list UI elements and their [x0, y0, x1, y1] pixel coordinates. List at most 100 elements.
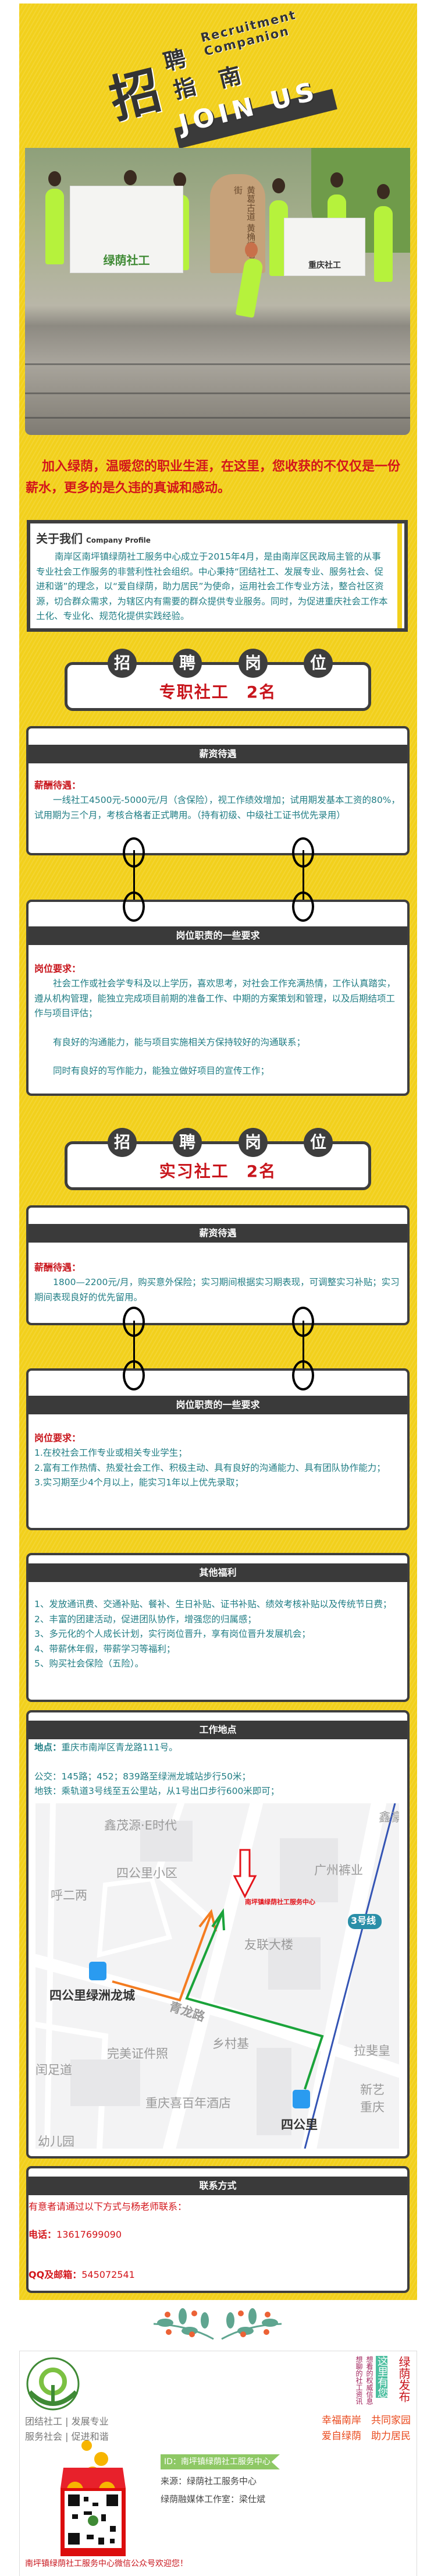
bus-stop-label: 四公里绿洲龙城	[49, 1988, 135, 2002]
map-label: 幼儿园	[38, 2135, 74, 2149]
bus-stop-icon	[293, 2090, 310, 2108]
step-edge	[25, 392, 410, 394]
location-map[interactable]: 鑫茂源·E时代 四公里小区 呼二两 广州裤业 友联大楼 青龙路 乡村基 完美证件…	[35, 1803, 399, 2149]
card-header: 联系方式	[29, 2177, 407, 2195]
card-header: 薪资待遇	[29, 745, 407, 763]
map-label: 乡村基	[212, 2037, 249, 2051]
qq-number[interactable]: 545072541	[81, 2269, 135, 2280]
duties-card-2: 岗位职责的一些要求 岗位要求： 1.在校社会工作专业或相关专业学生； 2.富有工…	[26, 1368, 410, 1530]
intro-text: 加入绿荫，温暖您的职业生涯，在这里，您收获的不仅仅是一份薪水，更多的是久违的真诚…	[26, 459, 401, 496]
map-label: 重庆	[360, 2100, 385, 2114]
footer-vertical-text: 想看的权威信息	[365, 2356, 373, 2405]
brand-vertical: 绿荫发布	[397, 2356, 411, 2402]
phone-number[interactable]: 13617699090	[56, 2229, 122, 2240]
salary-label: 薪酬待遇：	[34, 1262, 81, 1273]
hanging-rope	[133, 1321, 135, 1374]
person	[374, 206, 393, 282]
map-roads	[35, 1803, 399, 2149]
accent-bar	[397, 523, 402, 628]
duty-item: 1.在校社会工作专业或相关专业学生；	[34, 1448, 187, 1458]
flag-left: 绿荫社工	[70, 186, 183, 273]
header-circle: 岗	[239, 1128, 268, 1157]
contact-card: 联系方式 有意者请通过以下方式与杨老师联系： 电话：13617699090 QQ…	[26, 2166, 410, 2293]
motto: 爱自绿荫	[322, 2430, 361, 2442]
ring	[123, 1307, 145, 1337]
map-label: 重庆喜百年酒店	[145, 2096, 231, 2110]
about-body: 南岸区南坪镇绿荫社工服务中心成立于2015年4月，是由南岸区民政局主管的从事专业…	[36, 551, 388, 621]
team-photo: 黄葛古道 黄桷垭老街 绿荫社工 重庆社工	[25, 148, 410, 435]
person-head	[245, 242, 258, 257]
studio-text: 绿荫融媒体工作室：梁仕斌	[161, 2494, 266, 2504]
metro-route	[185, 1911, 324, 2090]
banner-char: 聘	[161, 45, 189, 76]
benefit-item: 1、发放通讯费、交通补贴、餐补、生日补贴、证书补贴、绩效考核补贴以及传统节日费；	[34, 1599, 392, 1609]
metro-info: 地铁：乘轨道3号线至五公里站，从1号出口步行600米即可；	[34, 1786, 280, 1796]
building	[257, 2048, 291, 2135]
step-edge	[25, 417, 410, 419]
ring	[292, 1360, 314, 1390]
welcome-text: 南坪镇绿荫社工服务中心微信公众号欢迎您！	[25, 2559, 188, 2568]
motto: 共同家园	[371, 2415, 411, 2426]
source-text: 来源：绿荫社工服务中心	[161, 2476, 257, 2486]
address: 重庆市南岸区青龙路111号。	[61, 1742, 178, 1753]
metro-stop-label: 四公里	[281, 2118, 318, 2132]
stone-marker: 黄葛古道 黄桷垭老街	[210, 174, 265, 273]
card-header: 工作地点	[29, 1721, 407, 1739]
motto: 幸福南岸	[322, 2415, 361, 2426]
bus-stop-icon	[89, 1962, 106, 1980]
salary-text: 一线社工4500元-5000元/月（含保险），视工作绩效增加；试用期发基本工资的…	[34, 795, 400, 820]
ring	[123, 837, 145, 868]
person-head	[330, 172, 343, 187]
person-head	[272, 178, 285, 193]
motto: 助力居民	[371, 2430, 411, 2442]
hanging-rope	[303, 1321, 304, 1374]
building	[70, 2060, 140, 2106]
header-circle: 招	[108, 1128, 137, 1157]
duty-item: 社会工作或社会学专科及以上学历，喜欢思考，对社会工作充满热情，工作认真踏实，遵从…	[34, 978, 396, 1018]
hanging-rope	[133, 850, 135, 905]
card-header: 岗位职责的一些要求	[29, 926, 407, 945]
ring	[292, 891, 314, 922]
header-circle: 聘	[173, 1128, 202, 1157]
map-label: 拉斐皇	[354, 2044, 390, 2058]
person	[45, 189, 64, 264]
position-header-1: 招 聘 岗 位 专职社工 2名	[65, 649, 371, 711]
ring	[292, 837, 314, 868]
card-header: 岗位职责的一些要求	[29, 1396, 407, 1414]
map-label: 鑫豪	[379, 1810, 399, 1824]
road	[35, 2022, 109, 2149]
footer-slogan: 团结社工 | 发展专业	[25, 2416, 109, 2427]
banner-char: 南	[216, 62, 244, 93]
duty-item: 有良好的沟通能力，能与项目实施相关方保持较好的沟通联系；	[53, 1036, 306, 1048]
target-arrow	[233, 1849, 257, 1899]
benefit-item: 5、购买社会保险（五险）。	[34, 1658, 144, 1669]
duties-card-1: 岗位职责的一些要求 岗位要求： 社会工作或社会学专科及以上学历，喜欢思考，对社会…	[26, 900, 410, 1096]
salary-text: 1800—2200元/月，购买意外保险；实习期间根据实习期表现，可调整实习补贴；…	[34, 1277, 400, 1303]
footer-slogan: 服务社会 | 促进和谐	[25, 2431, 109, 2442]
benefits-card: 其他福利 1、发放通讯费、交通补贴、餐补、生日补贴、证书补贴、绩效考核补贴以及传…	[26, 1553, 410, 1702]
road	[44, 1803, 56, 2149]
person-head	[173, 172, 186, 187]
hanging-rope	[303, 850, 304, 905]
person-head	[48, 171, 61, 186]
metro-line	[304, 1803, 396, 2149]
position-header-2: 招 聘 岗 位 实习社工 2名	[65, 1128, 371, 1190]
duty-item: 2.富有工作热情、热爱社会工作、积极主动、具有良好的沟通能力、具有团队协作能力；	[34, 1462, 386, 1473]
benefit-item: 2、丰富的团建活动，促进团队协作，增强您的归属感；	[34, 1613, 257, 1625]
header-circle: 位	[304, 649, 333, 678]
position-title: 专职社工 2名	[159, 682, 277, 702]
header-circle: 岗	[239, 649, 268, 678]
salary-card-2: 薪资待遇 薪酬待遇： 1800—2200元/月，购买意外保险；实习期间根据实习期…	[26, 1205, 410, 1325]
duty-item: 同时有良好的写作能力，能独立做好项目的宣传工作；	[53, 1066, 270, 1076]
salary-card-1: 薪资待遇 薪酬待遇： 一线社工4500元-5000元/月（含保险），视工作绩效增…	[26, 726, 410, 855]
header-circle: 招	[108, 649, 137, 678]
qq-label: QQ及邮箱：	[29, 2269, 82, 2280]
red-envelope-qr-icon	[61, 2440, 126, 2556]
metro-badge	[348, 1914, 382, 1929]
card-header: 其他福利	[29, 1563, 407, 1582]
map-label: 呼二两	[51, 1888, 87, 1902]
duties-label: 岗位要求：	[34, 963, 81, 974]
bus-route	[112, 1913, 212, 2002]
step-edge	[25, 363, 410, 365]
